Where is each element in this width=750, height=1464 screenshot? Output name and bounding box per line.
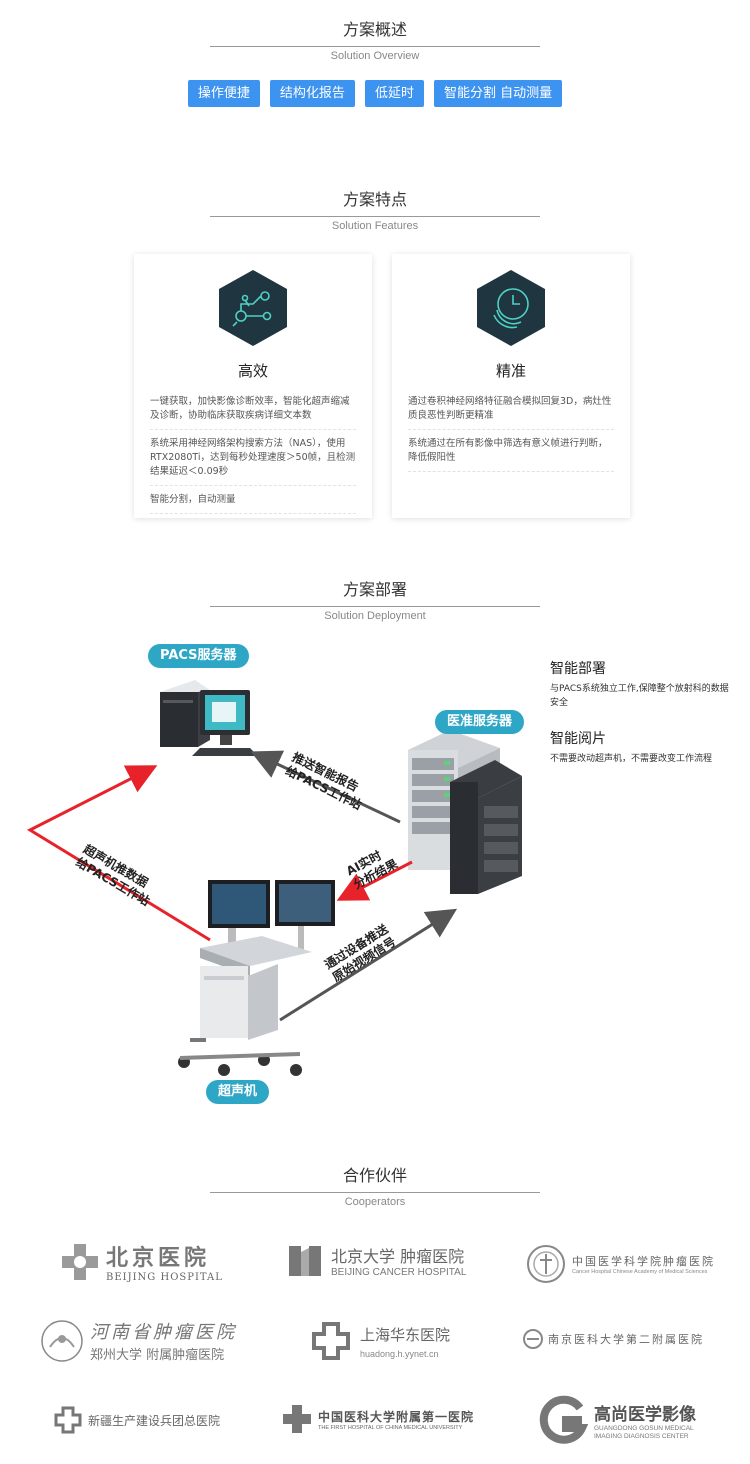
overview-title: 方案概述 (342, 20, 407, 39)
feature-card-precise: 精准 通过卷积神经网络特征融合模拟回复3D，病灶性质良恶性判断更精准 系统通过在… (392, 254, 630, 518)
feature-card-title: 精准 (495, 362, 526, 380)
ultrasound-machine (178, 880, 335, 1076)
deployment-graphics (26, 680, 522, 1076)
cooperators-heading: 合作伙伴 Cooperators (0, 1166, 750, 1209)
pacs-workstation (160, 680, 258, 756)
feature-item: 智能分割，自动测量 (150, 490, 356, 514)
xinjiang-cross-icon (54, 1406, 82, 1434)
logo-xinjiang-corps-hospital: 新疆生产建设兵团总医院 (54, 1406, 220, 1434)
feature-item: 系统通过在所有影像中筛选有意义帧进行判断，降低假阳性 (408, 434, 614, 472)
logo-henan-cancer-hospital: 河南省肿瘤医院 郑州大学 附属肿瘤医院 (40, 1318, 237, 1363)
huadong-cross-icon (312, 1322, 350, 1360)
cooperators-subtitle: Cooperators (344, 1196, 406, 1208)
cmu-cross-icon (283, 1405, 311, 1433)
deployment-heading: 方案部署 Solution Deployment (0, 580, 750, 623)
overview-heading: 方案概述 Solution Overview (0, 20, 750, 63)
feature-item: 一键获取，加快影像诊断效率，智能化超声缩减及诊断，协助临床获取疾病详细文本数 (150, 392, 356, 430)
cooperators-title: 合作伙伴 (342, 1166, 407, 1185)
feature-item: 通过卷积神经网络特征融合模拟回复3D，病灶性质良恶性判断更精准 (408, 392, 614, 430)
tag-easy-operation[interactable]: 操作便捷 (187, 80, 260, 107)
deployment-title: 方案部署 (342, 580, 407, 599)
arrow-ai-result (336, 860, 413, 901)
overview-tags: 操作便捷 结构化报告 低延时 智能分割 自动测量 (0, 80, 750, 107)
nanjing-emblem-icon (523, 1329, 543, 1349)
henan-seal-icon (41, 1319, 83, 1362)
features-title: 方案特点 (342, 190, 407, 209)
ultrasound-label: 超声机 (206, 1080, 270, 1104)
deployment-diagram: PACS服务器 医准服务器 超声机 推送智能报告 给PACS工作站 AI实时 分… (0, 630, 750, 1110)
medical-server-label: 医准服务器 (435, 710, 525, 734)
overview-subtitle: Solution Overview (330, 50, 420, 62)
pku-emblem-icon (289, 1246, 321, 1276)
feature-card-efficient: 高效 一键获取，加快影像诊断效率，智能化超声缩减及诊断，协助临床获取疾病详细文本… (134, 254, 372, 518)
logo-beijing-cancer-hospital: 北京大学 肿瘤医院 BEIJING CANCER HOSPITAL (287, 1242, 466, 1278)
logo-beijing-hospital: 北京医院 BEIJING HOSPITAL (60, 1240, 223, 1283)
circuit-icon (219, 270, 287, 346)
tag-structured-report[interactable]: 结构化报告 (269, 80, 355, 107)
round-seal-icon (527, 1245, 565, 1283)
clock-icon (477, 270, 545, 346)
features-divider (210, 216, 540, 217)
deployment-divider (210, 606, 540, 607)
overview-divider (210, 46, 540, 47)
logo-cmu-first-hospital: 中国医科大学附属第一医院 THE FIRST HOSPITAL OF CHINA… (282, 1404, 474, 1434)
medical-server-rack (408, 730, 522, 894)
gosun-g-icon (539, 1395, 588, 1444)
deployment-point-smart-reading: 智能阅片 不需要改动超声机，不需要改变工作流程 (550, 731, 713, 764)
arrow-server-to-pacs (250, 750, 401, 824)
tag-low-latency[interactable]: 低延时 (364, 80, 424, 107)
pacs-server-label: PACS服务器 (148, 644, 249, 668)
arrow-ultrasound-to-pacs (26, 765, 211, 942)
arrow-device-push (279, 908, 458, 1022)
features-heading: 方案特点 Solution Features (0, 190, 750, 233)
cooperators-divider (210, 1192, 540, 1193)
features-subtitle: Solution Features (331, 220, 419, 232)
logo-shanghai-huadong-hospital: 上海华东医院 huadong.h.yynet.cn (312, 1322, 450, 1360)
deployment-subtitle: Solution Deployment (324, 610, 426, 622)
feature-item: 系统采用神经网络架构搜索方法（NAS），使用RTX2080Ti，达到每秒处理速度… (150, 434, 356, 486)
logo-cams-cancer-hospital: 中国医学科学院肿瘤医院 Cancer Hospital Chinese Acad… (526, 1244, 715, 1284)
tag-smart-segmentation[interactable]: 智能分割 自动测量 (433, 80, 563, 107)
logo-nanjing-second-hospital: 南京医科大学第二附属医院 (522, 1328, 704, 1350)
feature-card-title: 高效 (237, 362, 268, 380)
cross-emblem-icon (62, 1243, 98, 1280)
logo-gosun-imaging: 高尚医学影像 GUANGDONG GOSUN MEDICAL IMAGING D… (536, 1394, 704, 1446)
deployment-point-smart-deploy: 智能部署 与PACS系统独立工作,保障整个放射科的数据安全 (550, 661, 729, 708)
